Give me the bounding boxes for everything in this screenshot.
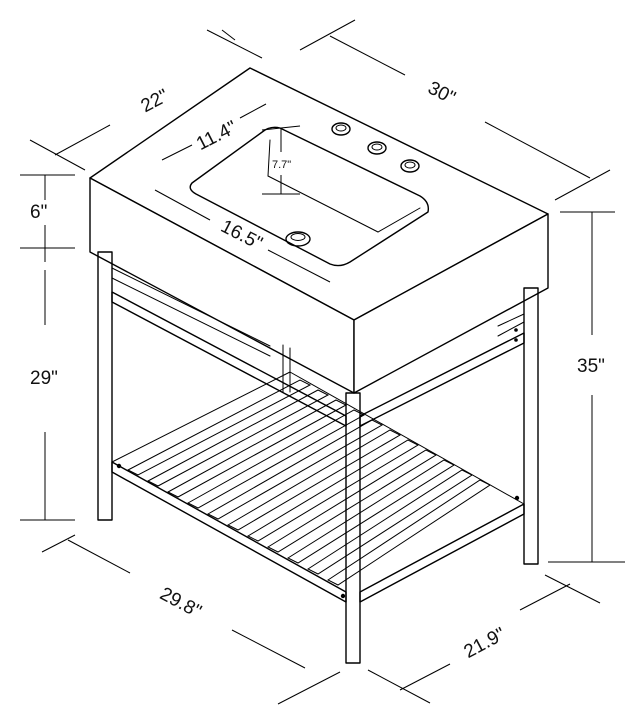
vanity-top [89,67,549,394]
dim-leg-height: 29" [30,368,58,389]
dim-top-thickness: 6" [30,202,47,223]
dim-depth-top: 22" [138,85,172,117]
sink-basin [189,126,430,267]
dim-width-top: 30" [424,78,458,109]
metal-frame [97,251,539,664]
dim-total-height: 35" [577,356,605,377]
drain-icon [285,231,311,247]
dimension-lines [20,19,625,705]
dim-basin-depth: 7.7" [272,159,291,171]
dim-base-width: 29.8" [156,584,204,623]
dim-base-depth: 21.9" [461,624,509,663]
three-hole-faucet-icon [331,122,420,173]
shelf-slats [126,379,491,586]
